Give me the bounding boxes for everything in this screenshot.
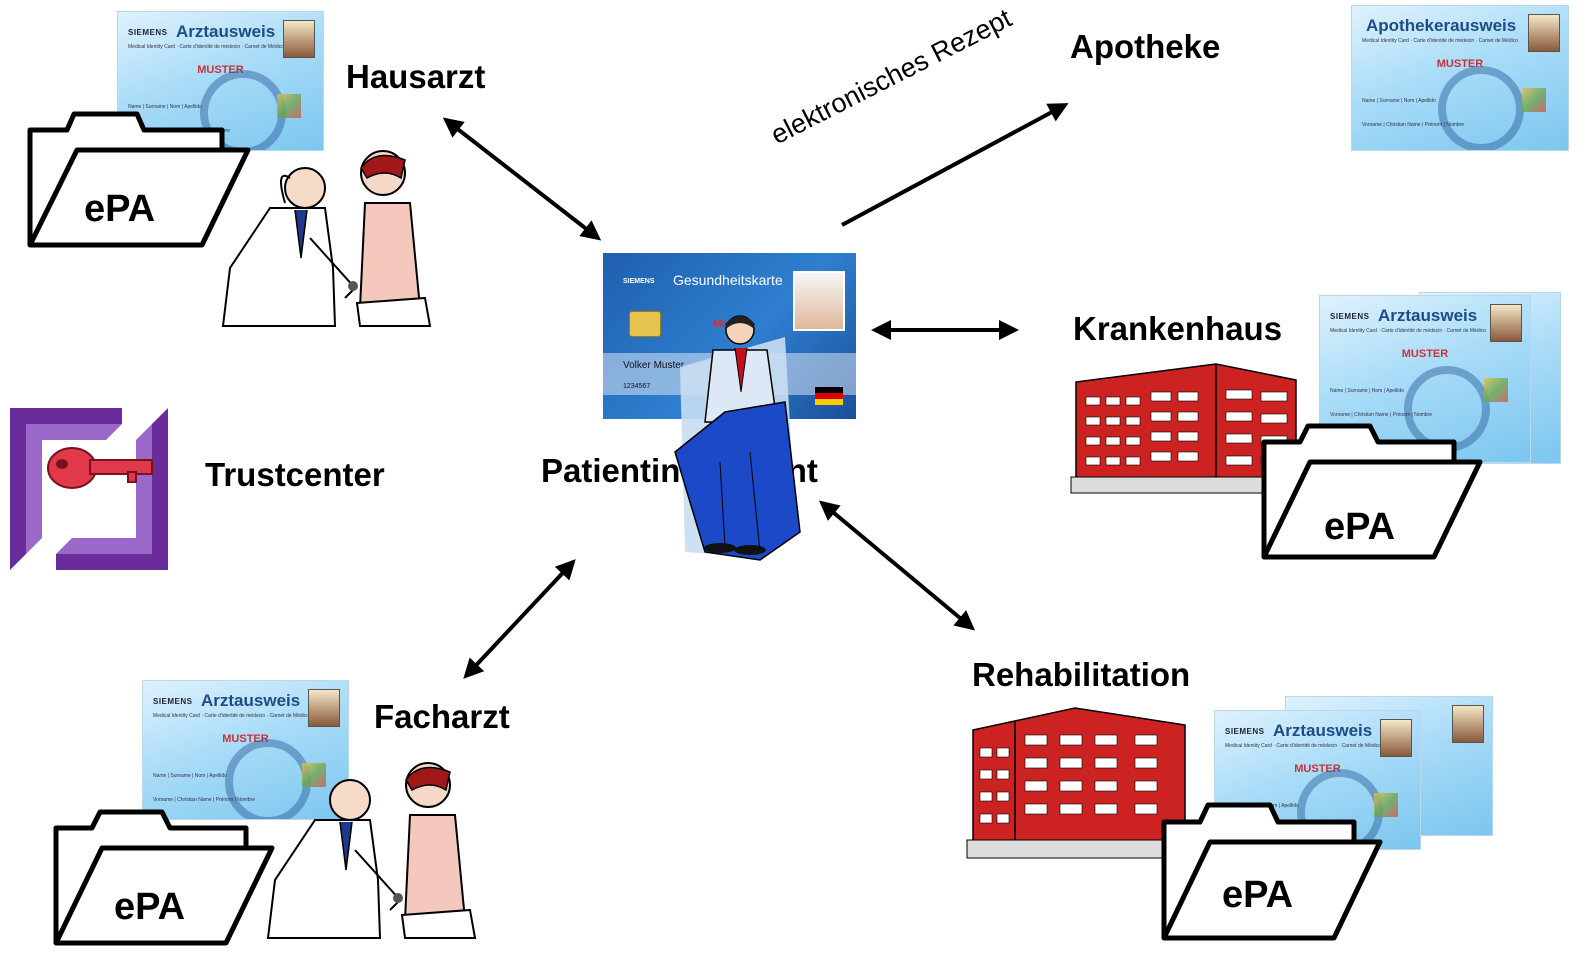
card-line-name: Name | Surname | Nom | Apellido <box>1330 388 1404 394</box>
card-holder-name: Volker Muster <box>623 360 685 371</box>
card-subtitle: Medical Identity Card · Carte d'identité… <box>1330 328 1487 334</box>
epa-label: ePA <box>1222 874 1294 916</box>
epa-label: ePA <box>114 886 186 928</box>
card-photo <box>308 689 340 727</box>
card-photo <box>793 271 845 331</box>
arztausweis-card-facharzt: SIEMENS Arztausweis Medical Identity Car… <box>143 681 348 819</box>
card-subtitle: Medical Identity Card · Carte d'identité… <box>1225 743 1382 749</box>
card-line-name: Name | Surname | Nom | Apellido <box>128 104 202 110</box>
card-emblem-icon <box>302 763 326 787</box>
folder-icon <box>1261 423 1483 560</box>
card-line-name: Name | Surname | Nom | Apellido <box>153 773 227 779</box>
card-title: Arztausweis <box>1378 306 1478 325</box>
businessman-figure-icon <box>674 315 801 561</box>
card-emblem-icon <box>1522 88 1546 112</box>
arrow-hausarzt <box>442 117 602 241</box>
card-photo <box>1380 719 1412 757</box>
key-icon <box>10 408 168 570</box>
card-photo <box>283 20 315 58</box>
doctor-examining-patient-icon <box>266 762 477 939</box>
card-line-firstname: Vorname | Christian Name | Prénom | Nomb… <box>153 797 255 803</box>
card-title: Arztausweis <box>201 691 301 710</box>
card-title: Arztausweis <box>1273 721 1373 740</box>
arrow-rehabilitation <box>818 500 976 631</box>
folder-icon <box>27 111 251 248</box>
label-rehabilitation: Rehabilitation <box>972 656 1191 693</box>
folder-icon <box>53 809 275 946</box>
card-line-firstname: Vorname | Christian Name | Prénom | Nomb… <box>1362 122 1464 128</box>
german-flag-icon <box>815 387 843 405</box>
card-brand: SIEMENS <box>153 697 193 706</box>
card-subtitle: Medical Identity Card · Carte d'identité… <box>1362 38 1519 44</box>
card-subtitle: Medical Identity Card · Carte d'identité… <box>128 44 285 50</box>
label-facharzt: Facharzt <box>374 698 510 735</box>
card-number: 1234567 <box>623 383 651 390</box>
arrow-facharzt <box>463 559 576 679</box>
doctor-examining-patient-icon <box>221 150 432 327</box>
card-brand: SIEMENS <box>128 28 168 37</box>
card-subtitle: Medical Identity Card · Carte d'identité… <box>153 713 310 719</box>
card-emblem-icon <box>1374 793 1398 817</box>
epa-folder-hausarzt: ePA <box>22 110 254 250</box>
card-brand: SIEMENS <box>1330 312 1370 321</box>
label-krankenhaus: Krankenhaus <box>1073 310 1283 347</box>
label-elektronisches-rezept: elektronisches Rezept <box>765 2 1017 151</box>
apothekerausweis-card: Apothekerausweis Medical Identity Card ·… <box>1352 6 1568 150</box>
folder-icon <box>1161 802 1383 941</box>
label-apotheke: Apotheke <box>1070 28 1221 65</box>
card-title: Gesundheitskarte <box>673 272 783 288</box>
card-photo <box>1490 304 1522 342</box>
card-photo <box>1528 14 1560 52</box>
arztausweis-card-rehabilitation: SIEMENS Arztausweis Medical Identity Car… <box>1215 711 1420 849</box>
epa-folder-rehabilitation: ePA <box>1158 800 1386 944</box>
card-emblem-icon <box>277 94 301 118</box>
label-hausarzt: Hausarzt <box>346 58 486 95</box>
card-emblem-icon <box>1484 378 1508 402</box>
card-line-name: Name | Surname | Nom | Apellido <box>1362 98 1436 104</box>
card-line-firstname: Vorname | Christian Name | Prénom | Nomb… <box>1330 412 1432 418</box>
epa-label: ePA <box>84 188 156 230</box>
epa-label: ePA <box>1324 506 1396 548</box>
hospital-building-icon <box>1070 363 1302 494</box>
epa-folder-facharzt: ePA <box>50 808 278 948</box>
arrow-apotheke <box>841 103 1069 227</box>
card-photo <box>1452 705 1484 743</box>
card-muster: MUSTER <box>1401 348 1449 360</box>
card-title: Arztausweis <box>176 22 276 41</box>
card-title: Apothekerausweis <box>1366 16 1517 35</box>
card-brand: SIEMENS <box>1225 727 1265 736</box>
label-trustcenter: Trustcenter <box>205 456 385 493</box>
chip-icon <box>629 311 661 337</box>
card-brand: SIEMENS <box>623 278 655 285</box>
stethoscope-icon <box>1438 66 1525 150</box>
hospital-building-icon <box>966 707 1190 859</box>
epa-folder-krankenhaus: ePA <box>1258 422 1486 562</box>
